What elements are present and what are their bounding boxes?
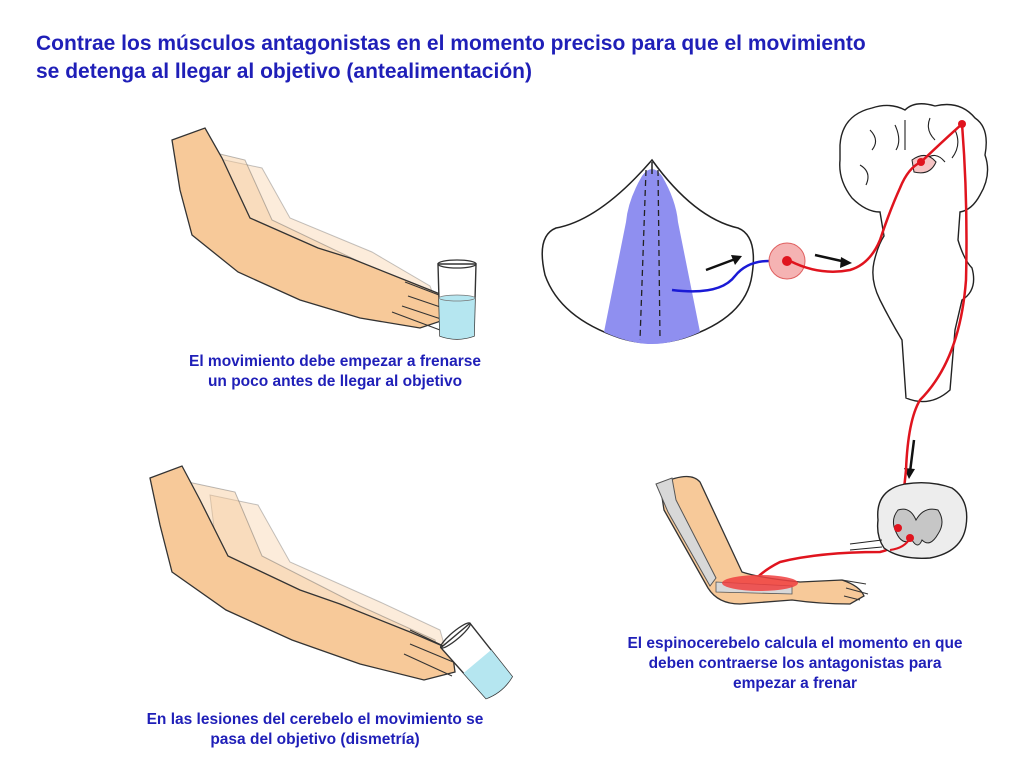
caption-top-left-line-1: El movimiento debe empezar a frenarse [188,353,482,370]
arm-reach-figure-bottom [149,465,459,681]
caption-top-left-line-2: un poco antes de llegar al objetivo [207,373,463,390]
title-line-2: se detenga al llegar al objetivo (anteal… [36,60,532,83]
title-line-1: Contrae los músculos antagonistas en el … [36,32,866,55]
caption-bottom-left: En las lesiones del cerebelo el movimien… [100,710,530,750]
caption-bottom-left-line-2: pasa del objetivo (dismetría) [210,731,420,748]
caption-bottom-right-line-1: El espinocerebelo calcula el momento en … [627,635,963,652]
caption-bottom-right-line-3: empezar a frenar [732,675,858,692]
caption-bottom-left-line-1: En las lesiones del cerebelo el movimien… [146,711,484,728]
arm-muscle-figure [655,475,869,605]
cortex-neuron [958,120,966,128]
cerebellum-section [541,158,755,344]
tipped-glass [439,622,514,700]
antagonist-muscle [722,575,798,591]
water-glass [437,259,477,340]
caption-top-left: El movimiento debe empezar a frenarse un… [120,352,550,392]
caption-bottom-right: El espinocerebelo calcula el momento en … [580,634,1010,694]
spinal-link [889,537,911,551]
spinal-neuron-1 [894,524,902,532]
caption-bottom-right-line-2: deben contraerse los antagonistas para [648,655,942,672]
arrow-icon [705,253,916,479]
nucleus-neuron [782,256,792,266]
spinal-cord-section [849,481,968,559]
arm-reach-figure-top [171,127,456,331]
thalamus-neuron [917,158,925,166]
blue-pathway [671,259,773,293]
page-title: Contrae los músculos antagonistas en el … [36,30,996,86]
